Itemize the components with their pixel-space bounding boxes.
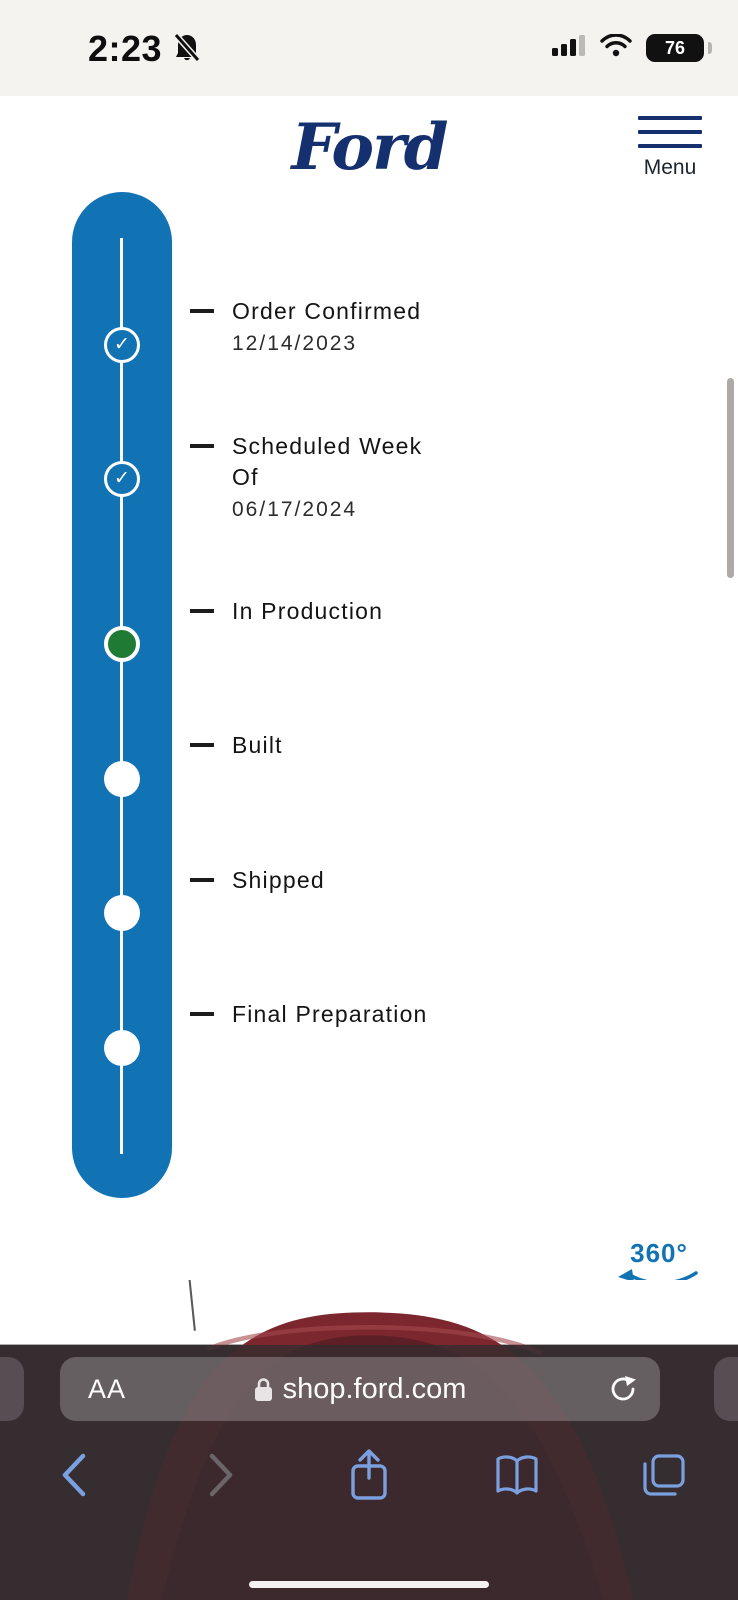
reload-button[interactable] bbox=[608, 1373, 638, 1410]
next-tab-edge[interactable] bbox=[714, 1357, 738, 1421]
step-label: Scheduled Week Of bbox=[232, 433, 423, 490]
badge-360-label: 360° bbox=[630, 1238, 688, 1268]
battery-indicator: 76 bbox=[646, 34, 704, 62]
timeline-step: Shipped bbox=[190, 865, 325, 896]
bookmarks-button[interactable] bbox=[487, 1445, 547, 1505]
timeline-line bbox=[120, 238, 123, 1154]
check-icon: ✓ bbox=[114, 334, 130, 355]
tabs-button[interactable] bbox=[634, 1445, 694, 1505]
step-label: In Production bbox=[232, 598, 384, 624]
timeline-track: ✓ ✓ bbox=[72, 192, 172, 1198]
step-label: Final Preparation bbox=[232, 1001, 428, 1027]
node-order-confirmed: ✓ bbox=[104, 327, 140, 363]
hamburger-icon bbox=[638, 116, 702, 148]
share-button[interactable] bbox=[339, 1445, 399, 1505]
timeline-step: Built bbox=[190, 730, 283, 761]
page-scrollbar[interactable] bbox=[727, 378, 734, 578]
node-shipped bbox=[104, 895, 140, 931]
safari-bottom-bar: AA shop.ford.com bbox=[0, 1345, 738, 1600]
step-date: 06/17/2024 bbox=[232, 498, 358, 521]
node-final-preparation bbox=[104, 1030, 140, 1066]
step-label: Built bbox=[232, 732, 283, 758]
forward-button[interactable] bbox=[191, 1445, 251, 1505]
timeline-step: Scheduled Week Of 06/17/2024 bbox=[190, 431, 428, 522]
step-label: Shipped bbox=[232, 867, 325, 893]
status-bar: 2:23 76 bbox=[0, 0, 738, 96]
menu-button[interactable]: Menu bbox=[638, 116, 702, 180]
menu-label: Menu bbox=[643, 156, 697, 179]
lock-icon bbox=[254, 1378, 272, 1401]
silent-mode-icon bbox=[172, 32, 202, 69]
node-in-production-current bbox=[104, 626, 140, 662]
cellular-signal-icon bbox=[552, 34, 586, 62]
timeline-step: Final Preparation bbox=[190, 999, 428, 1030]
step-dash bbox=[190, 1012, 214, 1016]
view-360-button[interactable]: 360° bbox=[616, 1238, 702, 1296]
check-icon: ✓ bbox=[114, 468, 130, 489]
url-text: shop.ford.com bbox=[282, 1372, 467, 1405]
node-scheduled-week: ✓ bbox=[104, 461, 140, 497]
back-button[interactable] bbox=[44, 1445, 104, 1505]
previous-tab-edge[interactable] bbox=[0, 1357, 24, 1421]
timeline-step: Order Confirmed 12/14/2023 bbox=[190, 296, 421, 356]
step-dash bbox=[190, 444, 214, 448]
node-built bbox=[104, 761, 140, 797]
url-row: AA shop.ford.com bbox=[0, 1357, 738, 1421]
ford-order-tracking-page: Ford Menu ✓ ✓ Order Confirmed 12/14/2023… bbox=[0, 96, 738, 1348]
step-dash bbox=[190, 309, 214, 313]
wifi-icon bbox=[600, 33, 632, 62]
reader-options-button[interactable]: AA bbox=[88, 1373, 127, 1404]
battery-tip bbox=[708, 42, 712, 54]
home-indicator[interactable] bbox=[249, 1581, 489, 1588]
clock: 2:23 bbox=[88, 28, 163, 69]
timeline-step: In Production bbox=[190, 596, 383, 627]
car-antenna bbox=[188, 1280, 196, 1331]
step-dash bbox=[190, 743, 214, 747]
step-label: Order Confirmed bbox=[232, 298, 422, 324]
step-date: 12/14/2023 bbox=[232, 332, 358, 355]
address-bar[interactable]: AA shop.ford.com bbox=[60, 1357, 660, 1421]
step-dash bbox=[190, 609, 214, 613]
step-dash bbox=[190, 878, 214, 882]
ford-logo: Ford bbox=[291, 110, 448, 185]
safari-toolbar bbox=[0, 1445, 738, 1505]
